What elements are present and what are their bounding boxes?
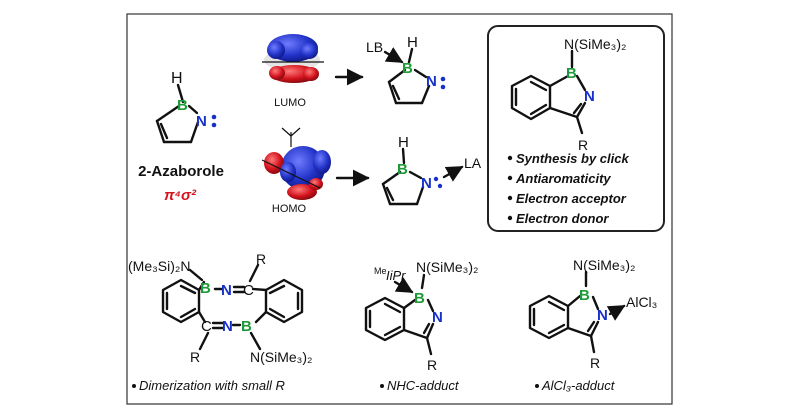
feature-bullet-list: Synthesis by click Antiaromaticity Elect…	[507, 151, 629, 226]
la-adduct-n: N	[421, 175, 432, 192]
la-adduct: H B N LA	[381, 134, 482, 206]
lewis-base-label: LB	[366, 39, 383, 55]
homo-orbital	[261, 127, 331, 200]
bullet-electron-donor: Electron donor	[516, 211, 609, 226]
lb-adduct-n: N	[426, 73, 437, 90]
bullet-antiaromaticity: Antiaromaticity	[515, 171, 611, 186]
alcl3-substituent: N(SiMe₃)₂	[573, 257, 635, 273]
dimer-sub-right: N(SiMe₃)₂	[250, 349, 312, 365]
dimer-c-top: C	[243, 282, 254, 299]
dimer-n-bottom: N	[222, 318, 233, 335]
bullet-synthesis: Synthesis by click	[516, 151, 629, 166]
dimer-r-top: R	[256, 251, 266, 267]
alcl3-caption: AlCl₃-adduct	[541, 378, 616, 393]
alcl3-r-group: R	[590, 355, 600, 371]
lewis-acid-label: LA	[464, 155, 482, 171]
box-benzoazaborole: N(SiMe₃)₂ B N R	[510, 36, 626, 153]
dimer-caption: Dimerization with small R	[139, 378, 285, 393]
nhc-substituent: N(SiMe₃)₂	[416, 259, 478, 275]
nhc-adduct: Me IiPr N(SiMe₃)₂ B N R	[364, 259, 478, 373]
nhc-n-atom: N	[432, 309, 443, 326]
dimer-b-top: B	[200, 280, 211, 297]
dimer-c-bottom: C	[201, 318, 212, 335]
feature-box	[487, 25, 665, 232]
dimer-sub-left: (Me₃Si)₂N	[128, 258, 190, 274]
parent-h-atom: H	[171, 70, 183, 87]
alcl3-n-atom: N	[597, 307, 608, 324]
lumo-label: LUMO	[274, 97, 306, 109]
lb-adduct: LB H B N	[366, 34, 446, 105]
la-adduct-h: H	[398, 134, 409, 151]
parent-notation: π⁴σ²	[164, 187, 197, 204]
box-r-group: R	[578, 137, 588, 153]
box-b-atom: B	[566, 65, 577, 82]
la-adduct-b: B	[397, 161, 408, 178]
lumo-orbital	[262, 34, 324, 83]
dimer-n-top: N	[221, 282, 232, 299]
parent-b-atom: B	[177, 97, 188, 114]
nhc-ligand-sup: Me	[374, 266, 387, 276]
alcl3-acid: AlCl₃	[626, 294, 657, 310]
lb-adduct-b: B	[402, 60, 413, 77]
homo-label: HOMO	[272, 203, 307, 215]
nhc-ligand: IiPr	[386, 268, 406, 283]
bullet-electron-acceptor: Electron acceptor	[516, 191, 627, 206]
dimer-r-bottom: R	[190, 349, 200, 365]
alcl3-adduct: N(SiMe₃)₂ B N AlCl₃ R	[528, 257, 657, 371]
box-n-atom: N	[584, 88, 595, 105]
nhc-caption: NHC-adduct	[387, 378, 460, 393]
dimer-structure: (Me₃Si)₂N B N C R C N B R N(SiMe₃)₂	[128, 251, 312, 365]
lb-adduct-h: H	[407, 34, 418, 51]
figure-frame	[126, 13, 673, 405]
alcl3-b-atom: B	[579, 287, 590, 304]
nhc-r-group: R	[427, 357, 437, 373]
box-substituent: N(SiMe₃)₂	[564, 36, 626, 52]
parent-n-atom: N	[196, 113, 207, 130]
parent-name: 2-Azaborole	[138, 163, 224, 180]
dimer-b-bottom: B	[241, 318, 252, 335]
parent-azaborole: H B N	[155, 70, 217, 144]
nhc-b-atom: B	[414, 290, 425, 307]
